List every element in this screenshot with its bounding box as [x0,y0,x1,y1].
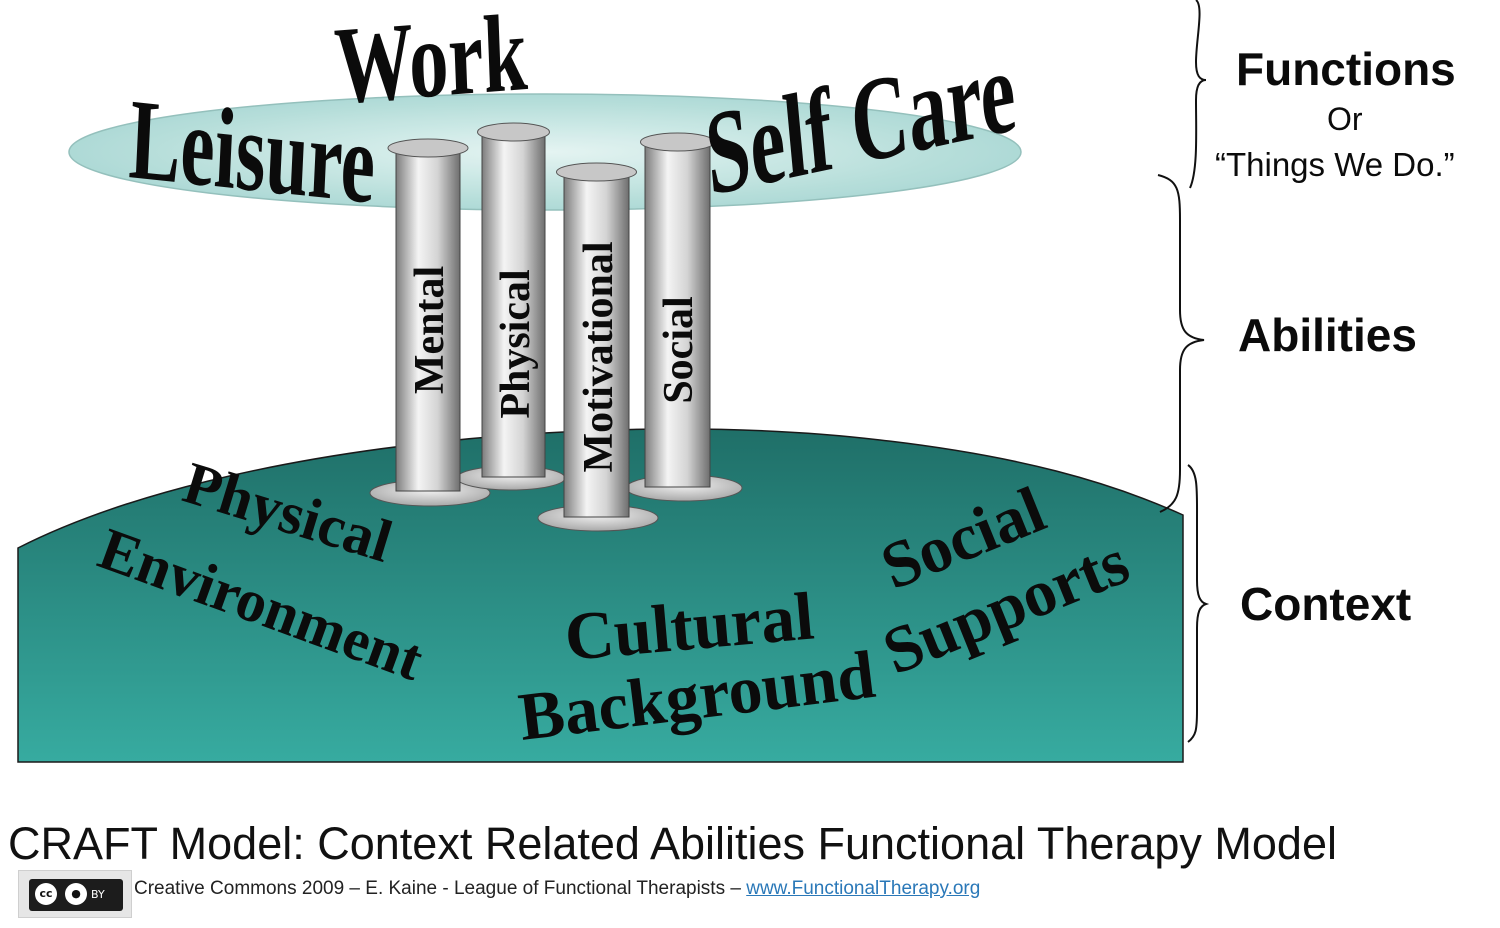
label-or: Or [1327,101,1363,137]
ability-motivational: Motivational [576,242,622,473]
label-abilities: Abilities [1238,309,1417,361]
label-context: Context [1240,578,1411,630]
attribution-icon: ● [65,883,87,905]
label-functions: Functions [1236,43,1456,95]
function-leisure: Leisure [127,76,378,229]
credit-text: Creative Commons 2009 – E. Kaine - Leagu… [134,878,980,900]
credit-statement: Creative Commons 2009 – E. Kaine - Leagu… [134,878,747,899]
label-things-we-do: “Things We Do.” [1215,146,1455,183]
brace-context [1187,464,1210,743]
ability-social: Social [656,296,702,403]
pillar-mental [387,138,469,492]
function-work: Work [332,0,529,127]
ability-mental: Mental [407,266,453,394]
brace-functions [1189,0,1207,189]
ability-physical: Physical [493,269,539,418]
cc-icon: cc [35,883,57,905]
cc-license-badge[interactable]: cc ● BY [18,870,132,918]
pillar-social [640,132,715,488]
caption: CRAFT Model: Context Related Abilities F… [8,818,1337,869]
brace-abilities [1157,174,1205,513]
pillar-motivational [556,162,637,518]
context-ground [17,428,1184,763]
cc-badge-inner: cc ● BY [29,879,123,911]
by-label: BY [91,888,105,901]
credit-row: cc ● BY Creative Commons 2009 – E. Kaine… [18,870,1218,920]
pillar-physical [477,122,550,478]
website-link[interactable]: www.FunctionalTherapy.org [746,878,981,899]
